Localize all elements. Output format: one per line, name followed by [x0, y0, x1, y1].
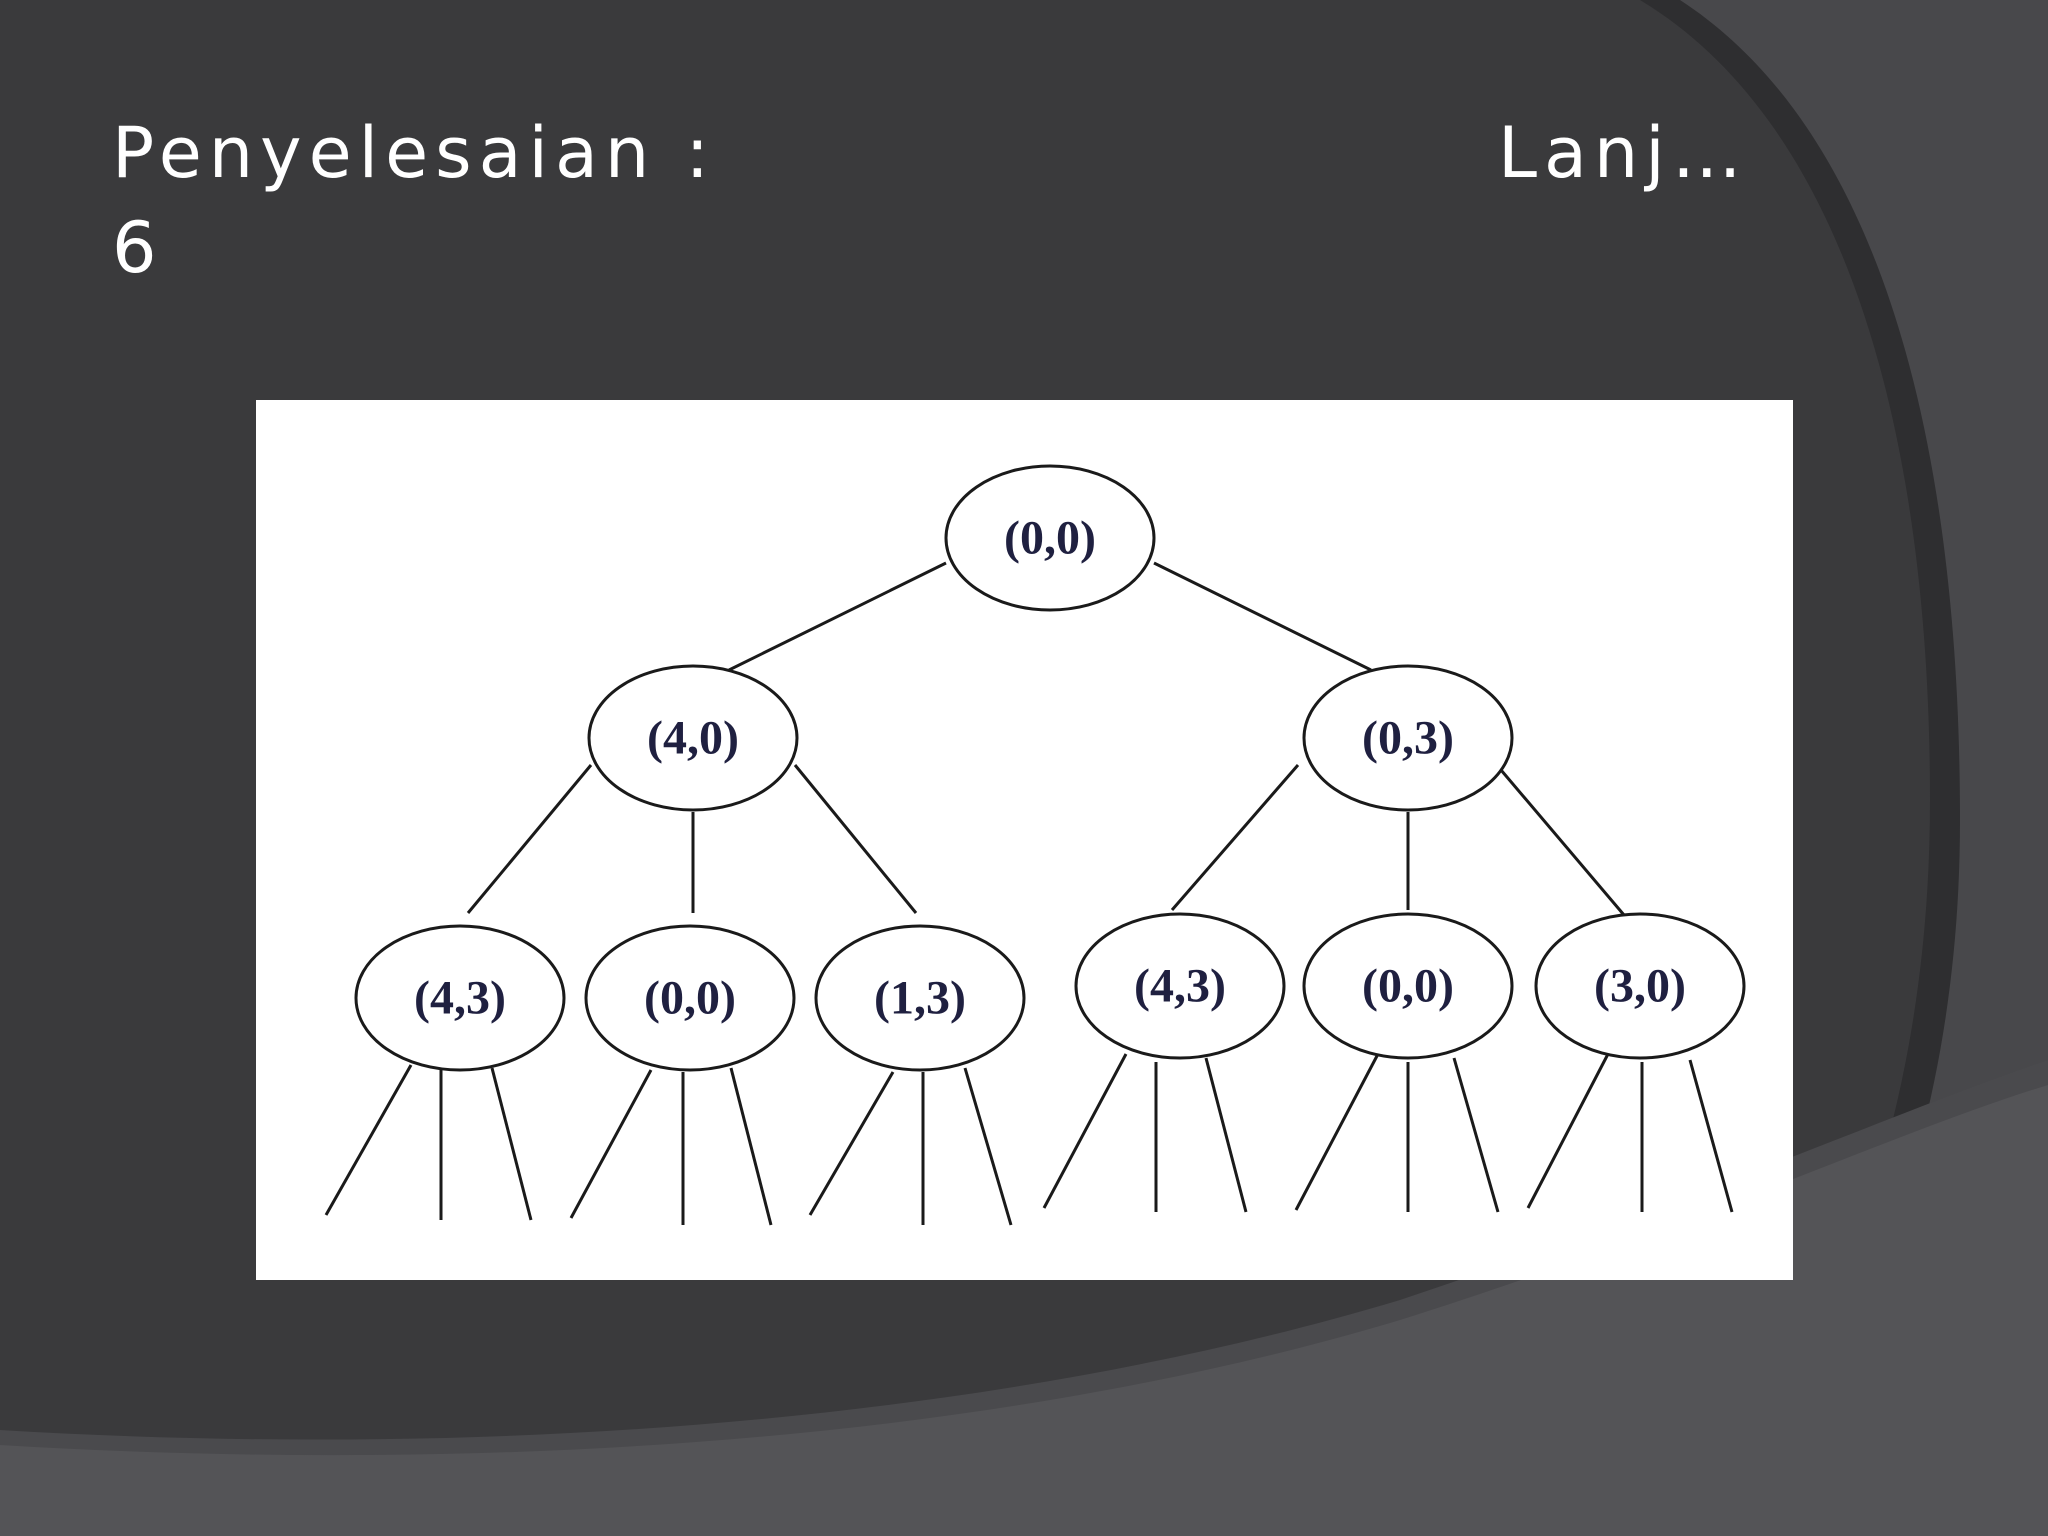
stub-edge — [1452, 1057, 1500, 1213]
slide-title: Penyelesaian : — [112, 112, 717, 194]
stub-edge — [729, 1067, 773, 1226]
node-label-level2: (1,3) — [874, 972, 966, 1025]
node-label-level1: (0,3) — [1362, 712, 1454, 765]
node-label-level2: (4,3) — [414, 972, 506, 1025]
edge-root-right — [1153, 561, 1372, 672]
edge-l1b-c1 — [1170, 764, 1300, 911]
stub-edge — [569, 1069, 653, 1219]
stub-edge — [1688, 1059, 1734, 1213]
tree-node-level1 — [1302, 664, 1514, 812]
node-label-level1: (4,0) — [647, 712, 739, 765]
node-label-root: (0,0) — [1004, 512, 1096, 565]
stub-edge — [1204, 1057, 1248, 1213]
stub-edge — [963, 1067, 1013, 1226]
tree-node-level2 — [584, 924, 796, 1072]
node-label-level2: (3,0) — [1594, 960, 1686, 1013]
node-label-level2: (0,0) — [1362, 960, 1454, 1013]
edge-l1a-c3 — [793, 764, 918, 914]
tree-node-level1 — [587, 664, 799, 812]
tree-node-level2 — [814, 924, 1026, 1072]
stub-edge — [1526, 1053, 1610, 1209]
tree-node-level2 — [1534, 912, 1746, 1060]
stub-edge — [324, 1064, 413, 1216]
edge-l1b-c3 — [1499, 769, 1626, 916]
slide-title-number: 6 — [112, 207, 164, 289]
edge-root-left — [728, 561, 947, 672]
tree-diagram-panel: (0,0) (4,0) (0,3) (4,3) (0,0) (1,3) (4,3… — [256, 400, 1793, 1280]
tree-node-level2 — [1074, 912, 1286, 1060]
stub-edge — [808, 1071, 895, 1216]
state-tree-diagram: (0,0) (4,0) (0,3) (4,3) (0,0) (1,3) (4,3… — [324, 464, 1746, 1226]
stub-edge — [1042, 1053, 1128, 1209]
stub-edge — [490, 1067, 533, 1221]
tree-node-level2 — [1302, 912, 1514, 1060]
node-label-level2: (4,3) — [1134, 960, 1226, 1013]
stub-edge — [1294, 1053, 1380, 1211]
tree-node-level2 — [354, 924, 566, 1072]
node-label-level2: (0,0) — [644, 972, 736, 1025]
edge-l1a-c1 — [466, 764, 593, 914]
slide-title-continued: Lanj… — [1498, 112, 1749, 194]
tree-node-root — [944, 464, 1156, 612]
